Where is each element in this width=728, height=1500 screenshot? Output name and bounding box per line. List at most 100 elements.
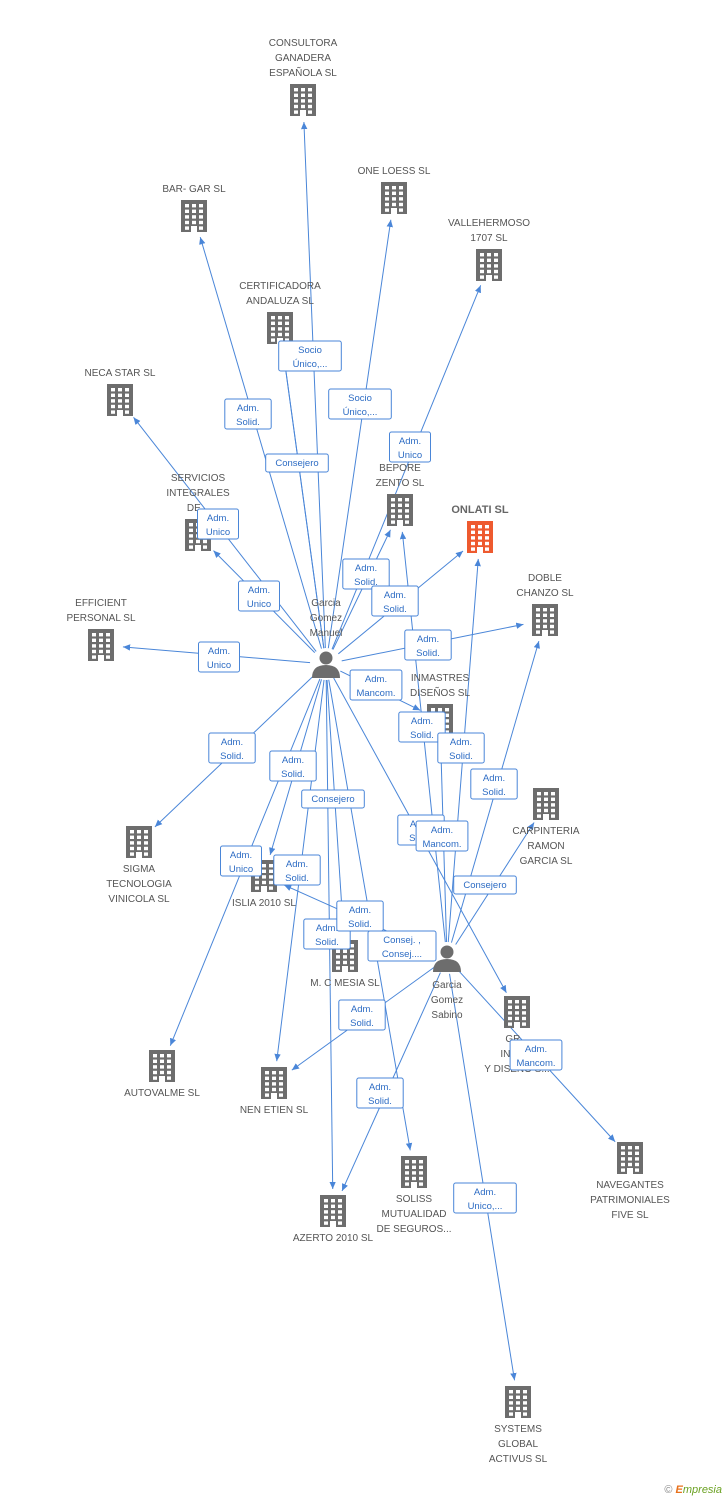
relation-label[interactable]: Adm.Solid. bbox=[437, 732, 485, 764]
building-window bbox=[621, 1151, 625, 1155]
building-window bbox=[508, 1005, 512, 1009]
building-window bbox=[125, 388, 129, 392]
relation-label-text: Adm. bbox=[230, 850, 252, 861]
building-window bbox=[621, 1146, 625, 1150]
building-window bbox=[405, 1176, 409, 1181]
relation-label[interactable]: Adm.Unico bbox=[197, 508, 239, 540]
relation-label[interactable]: Adm.Unico,... bbox=[453, 1182, 517, 1214]
building-window bbox=[137, 830, 141, 834]
footer-brand[interactable]: ©Empresia bbox=[664, 1484, 722, 1496]
relation-label[interactable]: Adm.Solid. bbox=[273, 854, 321, 886]
relation-label[interactable]: Adm.Solid. bbox=[404, 629, 452, 661]
node-onlati[interactable]: ONLATI SL bbox=[451, 504, 509, 553]
building-door bbox=[486, 275, 492, 281]
relation-label[interactable]: Adm.Solid. bbox=[336, 900, 384, 932]
person-icon bbox=[312, 651, 340, 678]
building-window bbox=[118, 399, 122, 403]
building-icon bbox=[467, 521, 493, 553]
relation-label[interactable]: Adm.Unico bbox=[220, 845, 262, 877]
relation-label[interactable]: Adm.Solid. bbox=[371, 585, 419, 617]
edge-sabino-systems bbox=[449, 973, 517, 1381]
building-door bbox=[391, 208, 397, 214]
building-window bbox=[480, 264, 484, 268]
relation-label[interactable]: Adm.Solid. bbox=[224, 398, 272, 430]
building-icon bbox=[381, 182, 407, 214]
node-oneloess[interactable]: ONE LOESS SL bbox=[358, 166, 431, 214]
relation-label[interactable]: Consejero bbox=[301, 789, 365, 809]
node-azerto[interactable]: AZERTO 2010 SL bbox=[293, 1195, 374, 1244]
node-label: TECNOLOGIA bbox=[106, 879, 172, 890]
building-window bbox=[144, 846, 148, 851]
building-window bbox=[551, 792, 555, 796]
node-label: AUTOVALME SL bbox=[124, 1088, 200, 1099]
building-window bbox=[324, 1199, 328, 1203]
building-window bbox=[522, 1000, 526, 1004]
building-window bbox=[551, 797, 555, 801]
building-window bbox=[419, 1171, 423, 1175]
node-bargar[interactable]: BAR- GAR SL bbox=[162, 184, 226, 232]
building-window bbox=[111, 388, 115, 392]
building-window bbox=[385, 186, 389, 190]
relation-label[interactable]: Adm.Mancom. bbox=[349, 669, 403, 701]
relation-label-text: Adm. bbox=[417, 634, 439, 645]
building-window bbox=[509, 1406, 513, 1411]
relation-label[interactable]: Adm.Solid. bbox=[338, 999, 386, 1031]
relation-label[interactable]: Adm.Solid. bbox=[470, 768, 518, 800]
building-window bbox=[285, 316, 289, 320]
building-window bbox=[144, 841, 148, 845]
building-window bbox=[92, 633, 96, 637]
relation-label[interactable]: Adm.Unico bbox=[389, 431, 431, 463]
building-window bbox=[338, 1215, 342, 1220]
relation-label-text: Solid. bbox=[285, 873, 309, 884]
building-window bbox=[278, 327, 282, 331]
relation-label[interactable]: SocioÚnico,... bbox=[328, 388, 392, 420]
building-window bbox=[537, 808, 541, 813]
relation-label[interactable]: Consej. ,Consej.... bbox=[367, 930, 437, 962]
relation-label-text: Solid. bbox=[449, 751, 473, 762]
relation-label-text: Adm. bbox=[237, 403, 259, 414]
relation-label[interactable]: Consejero bbox=[265, 453, 329, 473]
brand-logo-initial: E bbox=[675, 1484, 683, 1496]
building-window bbox=[523, 1406, 527, 1411]
node-nenetien[interactable]: NEN ETIEN SL bbox=[240, 1067, 309, 1116]
relation-label[interactable]: Adm.Mancom. bbox=[415, 820, 469, 852]
relation-label-text: Adm. bbox=[282, 755, 304, 766]
node-autovalme[interactable]: AUTOVALME SL bbox=[124, 1050, 200, 1099]
relation-label[interactable]: Adm.Solid. bbox=[342, 558, 390, 590]
node-necastar[interactable]: NECA STAR SL bbox=[85, 368, 156, 416]
building-door bbox=[542, 630, 548, 636]
building-window bbox=[508, 1000, 512, 1004]
building-window bbox=[550, 619, 554, 623]
relation-label[interactable]: Consejero bbox=[453, 875, 517, 895]
relation-label[interactable]: Adm.Solid. bbox=[398, 711, 446, 743]
building-window bbox=[494, 269, 498, 274]
relation-label-text: Consejero bbox=[311, 794, 354, 805]
building-door bbox=[191, 226, 197, 232]
relation-label[interactable]: Adm.Solid. bbox=[269, 750, 317, 782]
building-window bbox=[544, 792, 548, 796]
relation-label[interactable]: Adm.Mancom. bbox=[509, 1039, 563, 1071]
relation-label[interactable]: SocioÚnico,... bbox=[278, 340, 342, 372]
building-window bbox=[278, 332, 282, 337]
building-window bbox=[537, 814, 541, 818]
building-window bbox=[485, 541, 489, 546]
relation-label[interactable]: Adm.Unico bbox=[238, 580, 280, 612]
relation-label[interactable]: Adm.Unico bbox=[198, 641, 240, 673]
relation-label-box bbox=[198, 641, 240, 673]
relation-label[interactable]: Adm.Solid. bbox=[356, 1077, 404, 1109]
relation-label[interactable]: Adm.Solid. bbox=[208, 732, 256, 764]
